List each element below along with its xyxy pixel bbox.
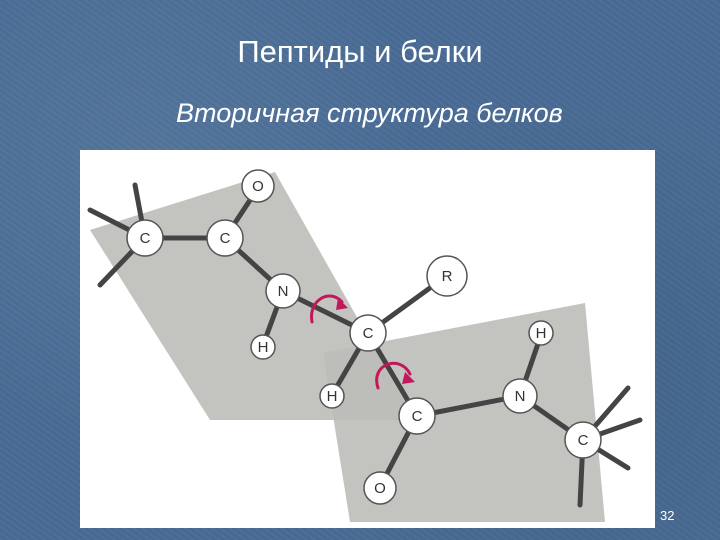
atom-h2-label: H <box>327 388 338 405</box>
atom-n1-label: N <box>278 283 289 300</box>
atom-c3: C <box>398 397 436 435</box>
peptide-diagram-svg: C C O N H R C H <box>87 169 643 522</box>
atom-o1: O <box>241 169 275 203</box>
atom-c4: C <box>564 421 602 459</box>
slide-title: Пептиды и белки <box>237 34 483 69</box>
atom-o2: O <box>363 471 397 505</box>
atom-c1-label: C <box>140 230 151 247</box>
atom-h1-label: H <box>258 339 269 356</box>
page-number: 32 <box>660 508 675 523</box>
atom-n1: N <box>265 273 301 309</box>
atom-n2-label: N <box>515 388 526 405</box>
atom-c2: C <box>206 219 244 257</box>
atom-c-alpha-label: C <box>363 325 374 342</box>
atom-h3: H <box>528 320 554 346</box>
slide-subtitle: Вторичная структура белков <box>176 98 563 128</box>
atom-h1: H <box>250 334 276 360</box>
rotation-arrow-icon <box>310 294 348 324</box>
atom-n2: N <box>502 378 538 414</box>
atom-o1-label: O <box>252 178 264 195</box>
atom-c4-label: C <box>578 432 589 449</box>
atom-c-alpha: C <box>349 314 387 352</box>
peptide-diagram: C C O N H R C H <box>80 150 655 528</box>
atom-c2-label: C <box>220 230 231 247</box>
atom-r-label: R <box>442 268 453 285</box>
atom-r: R <box>426 255 468 297</box>
atom-h2: H <box>319 383 345 409</box>
rotation-arrow-icon <box>375 361 415 390</box>
atom-o2-label: O <box>374 480 386 497</box>
atom-c3-label: C <box>412 408 423 425</box>
atom-c1: C <box>126 219 164 257</box>
atom-h3-label: H <box>536 325 547 342</box>
